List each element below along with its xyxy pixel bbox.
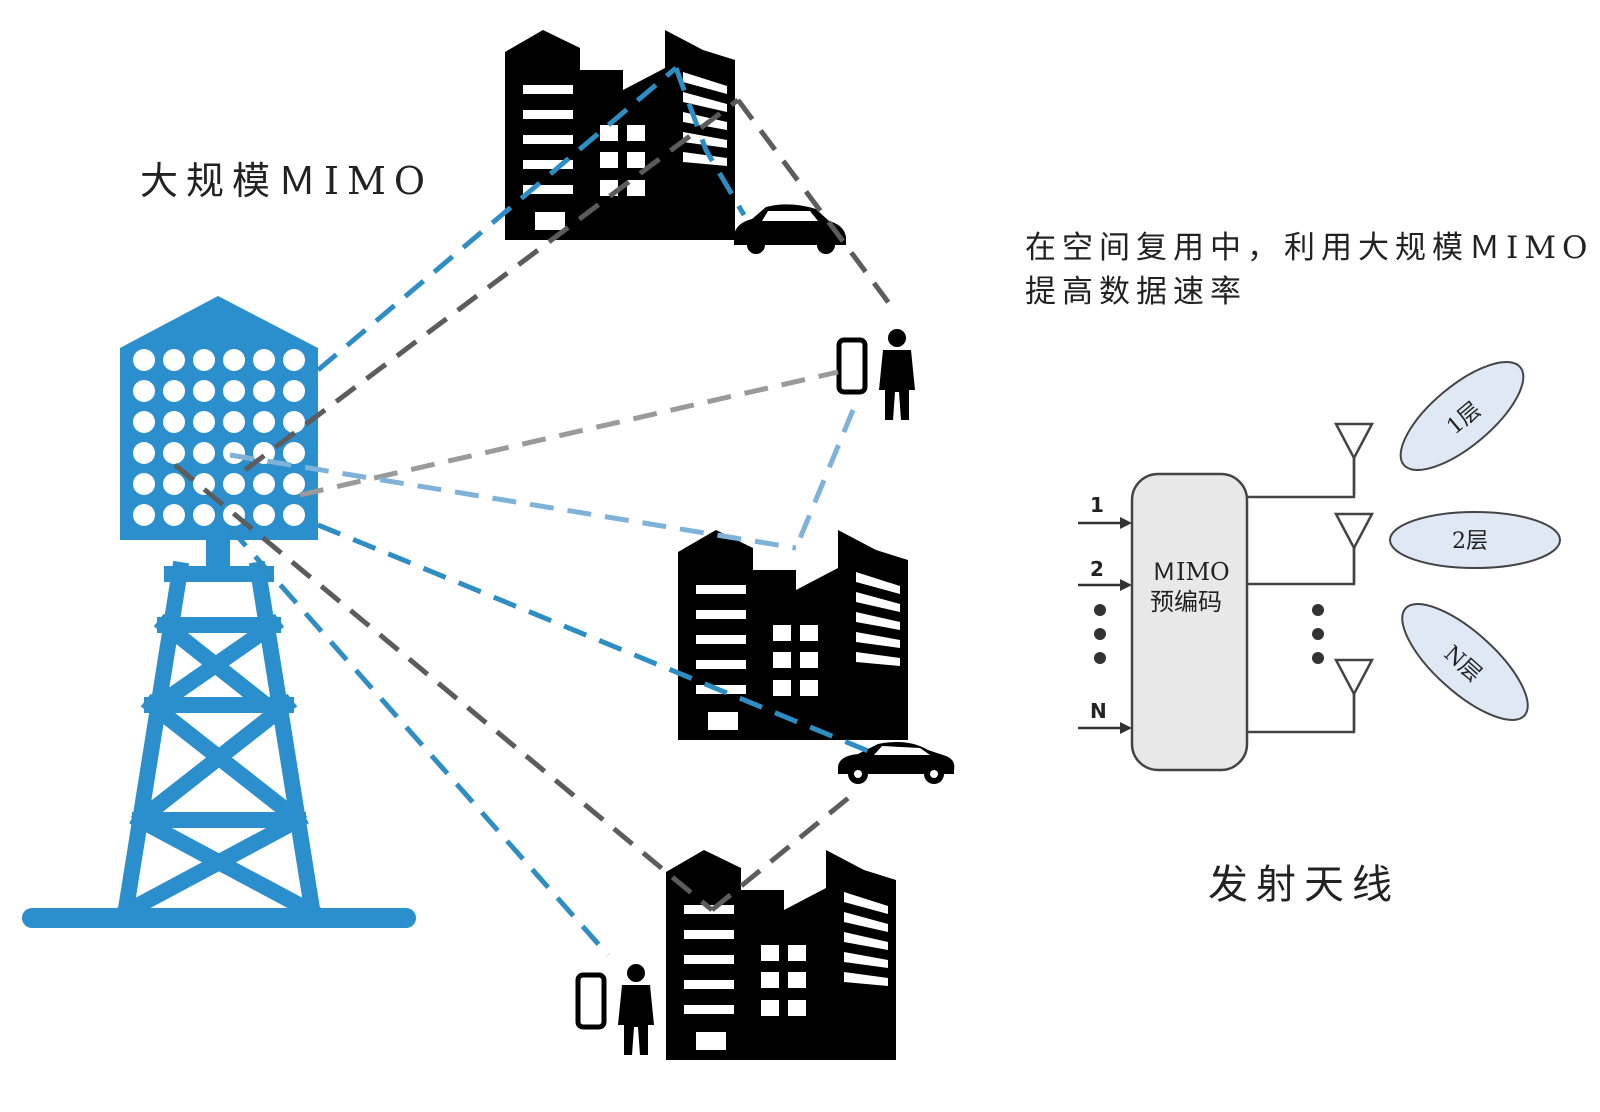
antenna-element bbox=[133, 473, 155, 495]
input-ellipsis bbox=[1094, 604, 1106, 664]
antenna-element bbox=[253, 504, 275, 526]
precoder-label-line1: ＭIMO bbox=[1152, 558, 1230, 586]
antenna-element bbox=[253, 349, 275, 371]
antenna-element bbox=[223, 442, 245, 464]
antenna-element bbox=[163, 411, 185, 433]
description-line-1: 在空间复用中，利用大规模ＭIMO bbox=[1025, 230, 1594, 266]
car-top bbox=[734, 204, 846, 254]
layer-beams: 1层 2层 N层 bbox=[1389, 361, 1561, 721]
antenna-element bbox=[223, 473, 245, 495]
antenna-element bbox=[283, 473, 305, 495]
input-label-n: N bbox=[1090, 699, 1107, 723]
antenna-element bbox=[193, 380, 215, 402]
antenna-label: 发射天线 bbox=[1208, 862, 1400, 908]
building-top bbox=[505, 30, 735, 240]
antenna-element bbox=[133, 442, 155, 464]
layer-label-2: 2层 bbox=[1452, 529, 1488, 554]
output-lines bbox=[1247, 455, 1356, 734]
antenna-element bbox=[253, 380, 275, 402]
antenna-element bbox=[223, 380, 245, 402]
input-arrows bbox=[1078, 517, 1132, 734]
antenna-element bbox=[283, 380, 305, 402]
antenna-ellipsis bbox=[1312, 604, 1324, 664]
antenna-2-icon bbox=[1334, 512, 1374, 586]
input-label-2: 2 bbox=[1090, 557, 1104, 581]
antenna-element bbox=[163, 442, 185, 464]
precoder-block: ＭIMO 预编码 bbox=[1130, 472, 1249, 772]
antenna-element bbox=[223, 349, 245, 371]
antenna-element bbox=[283, 442, 305, 464]
antenna-element bbox=[163, 504, 185, 526]
diagram-title: 大规模ＭIMO bbox=[140, 159, 434, 203]
antenna-element bbox=[253, 411, 275, 433]
antenna-element bbox=[133, 504, 155, 526]
antenna-element bbox=[133, 349, 155, 371]
antenna-element bbox=[133, 411, 155, 433]
antenna-element bbox=[193, 504, 215, 526]
beam-links bbox=[173, 66, 897, 957]
antenna-n-icon bbox=[1334, 658, 1374, 732]
antenna-element bbox=[193, 442, 215, 464]
antenna-element bbox=[133, 380, 155, 402]
antenna-element bbox=[163, 380, 185, 402]
antenna-element bbox=[193, 349, 215, 371]
building-middle bbox=[678, 530, 908, 740]
user-bottom bbox=[578, 964, 654, 1055]
description-line-2: 提高数据速率 bbox=[1025, 274, 1247, 310]
antenna-element bbox=[163, 473, 185, 495]
antenna-element bbox=[253, 473, 275, 495]
antenna-element bbox=[193, 411, 215, 433]
precoder-label-line2: 预编码 bbox=[1150, 588, 1222, 616]
antenna-element bbox=[283, 411, 305, 433]
antenna-element bbox=[193, 473, 215, 495]
user-right bbox=[839, 329, 915, 420]
antenna-element bbox=[283, 504, 305, 526]
antenna-element bbox=[223, 411, 245, 433]
antenna-1-icon bbox=[1334, 422, 1374, 496]
antenna-element bbox=[163, 349, 185, 371]
antenna-element bbox=[283, 349, 305, 371]
base-station-tower bbox=[22, 296, 416, 928]
building-bottom bbox=[666, 850, 896, 1060]
input-label-1: 1 bbox=[1090, 493, 1104, 517]
